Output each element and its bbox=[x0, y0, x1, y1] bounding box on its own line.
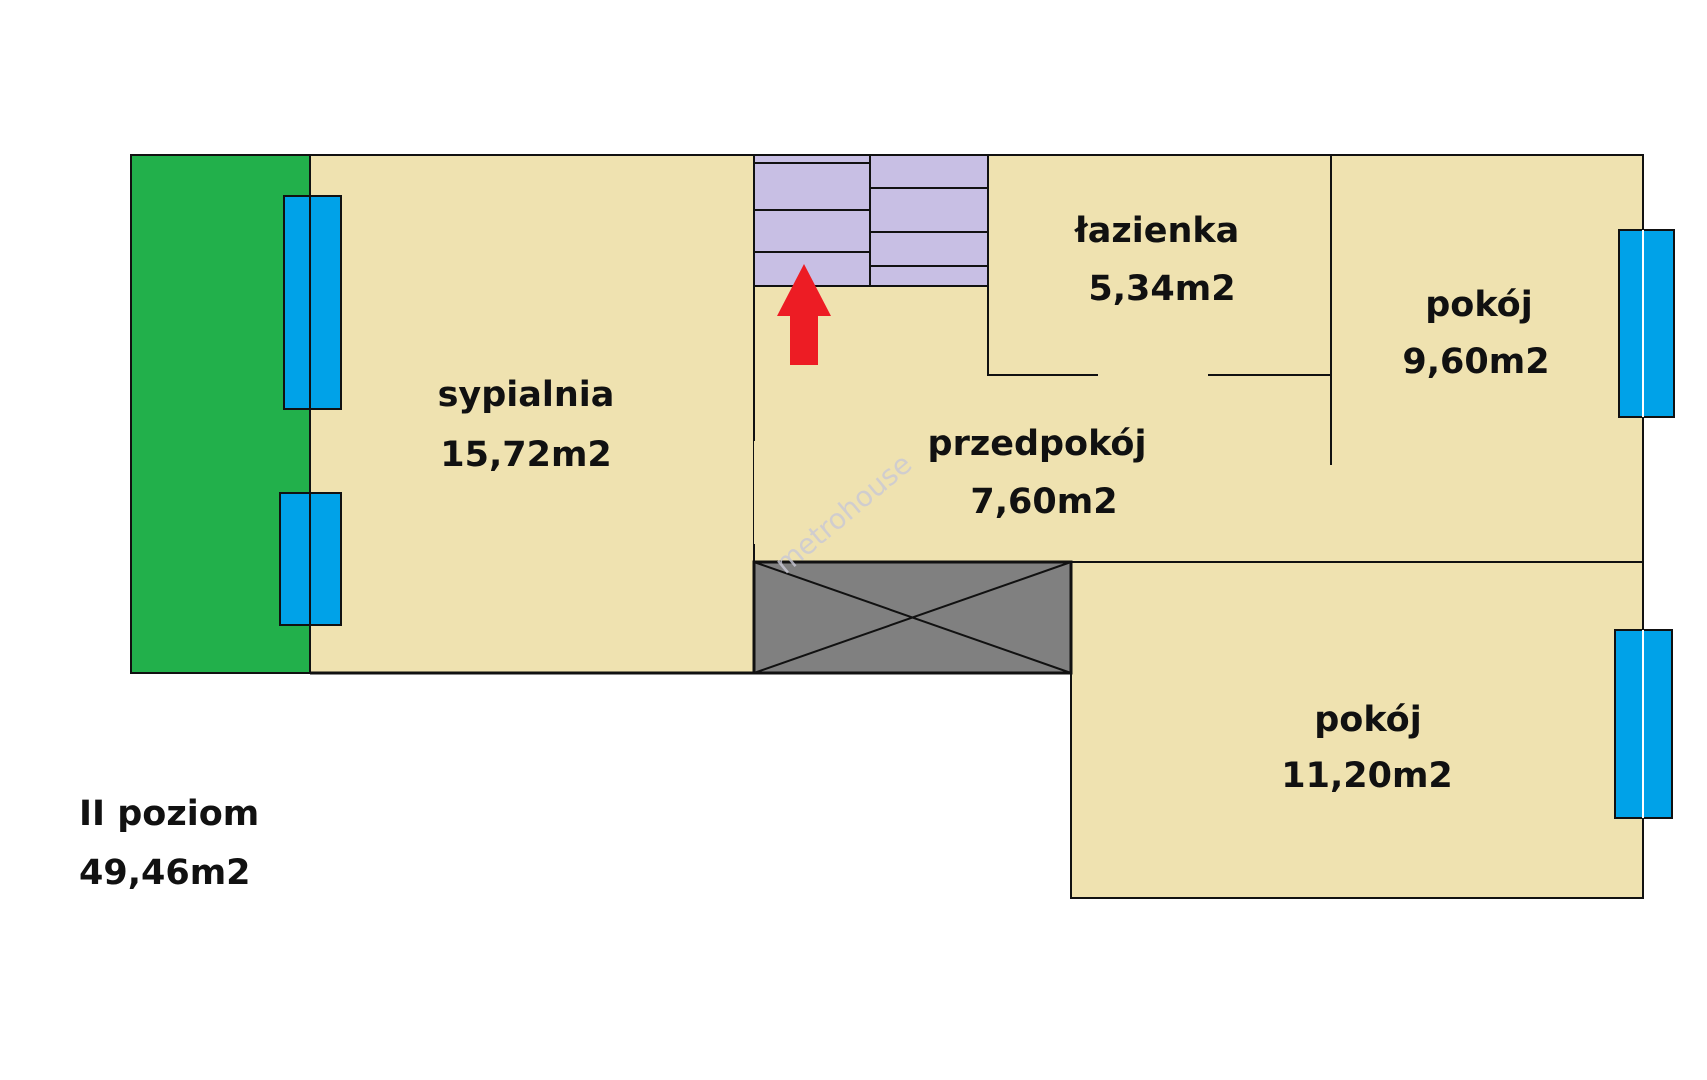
window bbox=[283, 195, 342, 410]
room-area: 5,34m2 bbox=[1088, 269, 1235, 309]
room-area: 7,60m2 bbox=[970, 482, 1117, 522]
room-name: pokój bbox=[1314, 700, 1421, 740]
room-2-floor bbox=[1070, 561, 1644, 899]
room-name: łazienka bbox=[1074, 211, 1240, 251]
room-name: przedpokój bbox=[928, 424, 1147, 464]
level-name: II poziom bbox=[79, 794, 259, 834]
bedroom-floor bbox=[309, 154, 755, 674]
room-name: sypialnia bbox=[438, 375, 615, 415]
shaft bbox=[752, 560, 1073, 675]
interior-walls bbox=[753, 155, 1643, 673]
window bbox=[1614, 629, 1673, 819]
staircase bbox=[753, 154, 989, 287]
level-area: 49,46m2 bbox=[79, 853, 251, 893]
room-area: 15,72m2 bbox=[440, 435, 612, 475]
outer-wall bbox=[754, 154, 1644, 562]
room-area: 11,20m2 bbox=[1281, 756, 1453, 796]
stairs-up-arrow-icon bbox=[777, 264, 831, 365]
room-name: pokój bbox=[1425, 285, 1532, 325]
room-area: 9,60m2 bbox=[1402, 342, 1549, 382]
window bbox=[1618, 229, 1675, 418]
window bbox=[279, 492, 342, 626]
